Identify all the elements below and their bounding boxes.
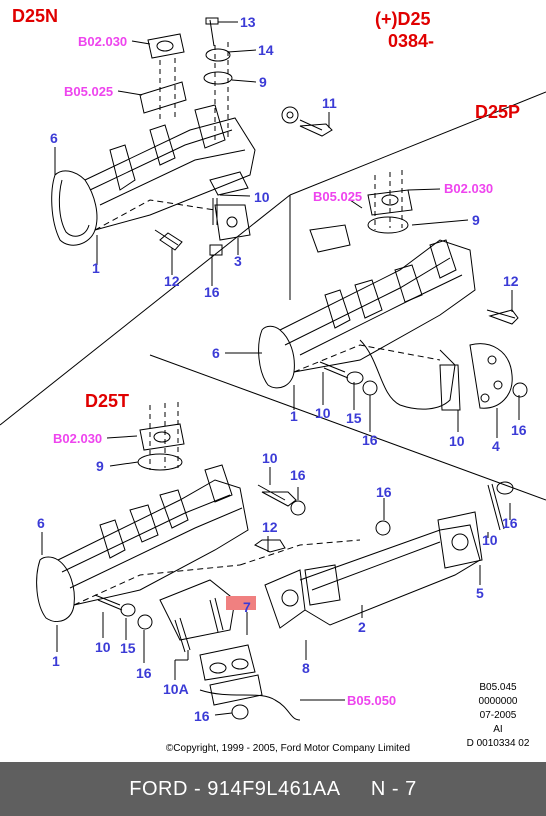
callout-16: 16 bbox=[376, 484, 392, 500]
ref-code: 0000000 bbox=[479, 696, 518, 707]
section-label-d25n: D25N bbox=[12, 6, 58, 26]
callout-14: 14 bbox=[258, 42, 274, 58]
diagram-linework bbox=[0, 17, 546, 721]
section-label-d25-line2: 0384- bbox=[388, 31, 434, 51]
leader-lines bbox=[41, 21, 520, 716]
callout-7: 7 bbox=[243, 599, 251, 615]
callout-12: 12 bbox=[503, 273, 519, 289]
callout-1: 1 bbox=[290, 408, 298, 424]
callout-6: 6 bbox=[37, 515, 45, 531]
callout-16: 16 bbox=[511, 422, 527, 438]
callout-16: 16 bbox=[362, 432, 378, 448]
callout-9: 9 bbox=[96, 458, 104, 474]
ref-code: AI bbox=[493, 724, 502, 735]
callout-16: 16 bbox=[290, 467, 306, 483]
callout-2: 2 bbox=[358, 619, 366, 635]
callout-10: 10 bbox=[449, 433, 465, 449]
copyright-notice: ©Copyright, 1999 - 2005, Ford Motor Comp… bbox=[166, 743, 410, 754]
callout-11: 11 bbox=[322, 95, 337, 111]
callout-1: 1 bbox=[52, 653, 60, 669]
footer-gap bbox=[341, 778, 371, 801]
callout-10: 10 bbox=[95, 639, 111, 655]
callout-6: 6 bbox=[50, 130, 58, 146]
exhaust-manifold-diagram: D25N (+)D25 0384- D25P D25T 13 14 9 6 1 … bbox=[0, 6, 546, 754]
ref-callout-b05025: B05.025 bbox=[64, 84, 113, 99]
ref-callout-b02030: B02.030 bbox=[444, 181, 493, 196]
section-label-d25-line1: (+)D25 bbox=[375, 9, 431, 29]
ref-code: D 0010334 02 bbox=[467, 738, 530, 749]
ref-code: B05.045 bbox=[479, 682, 517, 693]
footer-page: N - 7 bbox=[370, 777, 417, 800]
callout-1: 1 bbox=[92, 260, 100, 276]
highlight-marker bbox=[226, 596, 256, 610]
callout-12: 12 bbox=[164, 273, 180, 289]
part-footer: FORD - 914F9L461AA N - 7 bbox=[0, 762, 546, 816]
callout-10a: 10A bbox=[163, 681, 189, 697]
ref-callout-b02030: B02.030 bbox=[53, 431, 102, 446]
callout-10: 10 bbox=[482, 532, 498, 548]
callout-10: 10 bbox=[262, 450, 278, 466]
footer-brand: FORD bbox=[129, 777, 188, 800]
callout-16: 16 bbox=[204, 284, 220, 300]
callout-16: 16 bbox=[194, 708, 210, 724]
callout-6: 6 bbox=[212, 345, 220, 361]
callout-9: 9 bbox=[472, 212, 480, 228]
callout-13: 13 bbox=[240, 14, 256, 30]
callout-3: 3 bbox=[234, 253, 242, 269]
ref-callout-b05050: B05.050 bbox=[347, 693, 396, 708]
footer-separator: - bbox=[187, 777, 208, 800]
callout-16: 16 bbox=[502, 515, 518, 531]
callout-15: 15 bbox=[120, 640, 136, 656]
d25p-manifold bbox=[258, 170, 528, 411]
callout-15: 15 bbox=[346, 410, 362, 426]
callout-10: 10 bbox=[315, 405, 331, 421]
callout-16: 16 bbox=[136, 665, 152, 681]
d25t-manifold bbox=[36, 402, 514, 721]
footer-part-number: 914F9L461AA bbox=[207, 777, 341, 800]
ref-code: 07-2005 bbox=[480, 710, 517, 721]
section-label-d25t: D25T bbox=[85, 391, 129, 411]
callout-12: 12 bbox=[262, 519, 278, 535]
callout-4: 4 bbox=[492, 438, 500, 454]
callout-10: 10 bbox=[254, 189, 270, 205]
callout-5: 5 bbox=[476, 585, 484, 601]
callout-8: 8 bbox=[302, 660, 310, 676]
ref-callout-b02030: B02.030 bbox=[78, 34, 127, 49]
d25p-bolt-11 bbox=[281, 106, 333, 137]
callout-9: 9 bbox=[259, 74, 267, 90]
ref-callout-b05025: B05.025 bbox=[313, 189, 362, 204]
section-label-d25p: D25P bbox=[475, 102, 520, 122]
d25n-manifold bbox=[51, 17, 256, 256]
